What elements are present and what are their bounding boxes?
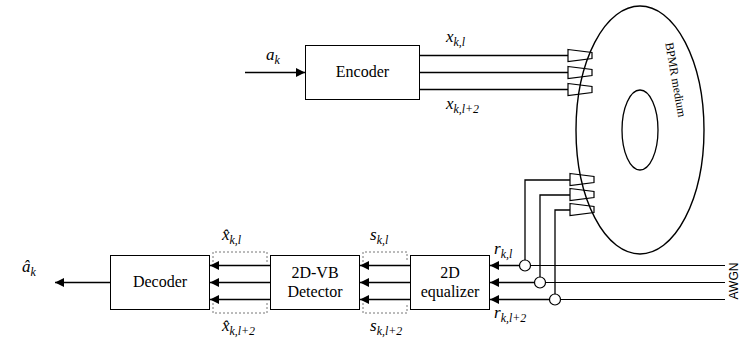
box-label: 2D-VB Detector xyxy=(275,264,355,301)
signal-label: rk,l+2 xyxy=(494,304,526,321)
output-arrow xyxy=(55,282,110,283)
box-label: Decoder xyxy=(133,273,187,291)
signal-connector xyxy=(420,55,575,56)
signal-connector xyxy=(490,180,575,266)
signal-connector xyxy=(420,72,575,73)
noise-lines xyxy=(531,266,725,300)
adder-circle xyxy=(550,294,561,305)
dotted-bracket xyxy=(363,252,407,262)
signal-connector xyxy=(490,210,575,300)
disk-hole xyxy=(622,90,658,170)
read-head xyxy=(570,189,594,201)
disk-medium: BPMR medium xyxy=(575,5,705,255)
disk-outline xyxy=(576,6,704,254)
signal-label: x̂k,l xyxy=(222,226,241,243)
dotted-bracket xyxy=(213,303,267,313)
signal-label: xk,l xyxy=(446,28,465,45)
dotted-bracket xyxy=(363,303,407,313)
signal-connector xyxy=(210,299,270,300)
process-box: Decoder xyxy=(110,255,210,310)
signal-label: xk,l+2 xyxy=(446,95,479,112)
signal-label: x̂k,l+2 xyxy=(222,317,255,334)
signal-connector xyxy=(420,89,575,90)
signal-connector xyxy=(360,265,410,266)
dotted-bracket xyxy=(213,252,267,262)
noise-label: AWGN xyxy=(728,263,740,300)
box-label: 2D equalizer xyxy=(415,264,485,301)
signal-label: sk,l xyxy=(370,226,388,243)
adders xyxy=(520,260,561,305)
signal-connector xyxy=(210,265,270,266)
input-arrow xyxy=(245,72,305,73)
noise-line xyxy=(546,282,725,283)
disk-outline xyxy=(575,5,705,255)
adder-circle xyxy=(535,277,546,288)
process-box: 2D equalizer xyxy=(410,255,490,310)
noise-line xyxy=(531,265,725,266)
signal-connector xyxy=(210,282,270,283)
process-box: 2D-VB Detector xyxy=(270,255,360,310)
process-box: Encoder xyxy=(305,45,420,100)
box-label: Encoder xyxy=(336,63,389,81)
signal-connector xyxy=(360,299,410,300)
write-head xyxy=(568,67,592,79)
signal-connector xyxy=(490,195,575,283)
noise-line xyxy=(561,299,725,300)
medium-label: BPMR medium xyxy=(661,41,688,118)
adder-circle xyxy=(520,260,531,271)
signal-label: âk xyxy=(22,258,36,275)
signal-label: sk,l+2 xyxy=(370,317,402,334)
signal-label: rk,l xyxy=(494,240,512,257)
dotted-brackets xyxy=(213,252,407,313)
signal-label: ak xyxy=(266,46,280,63)
signal-connector xyxy=(360,282,410,283)
